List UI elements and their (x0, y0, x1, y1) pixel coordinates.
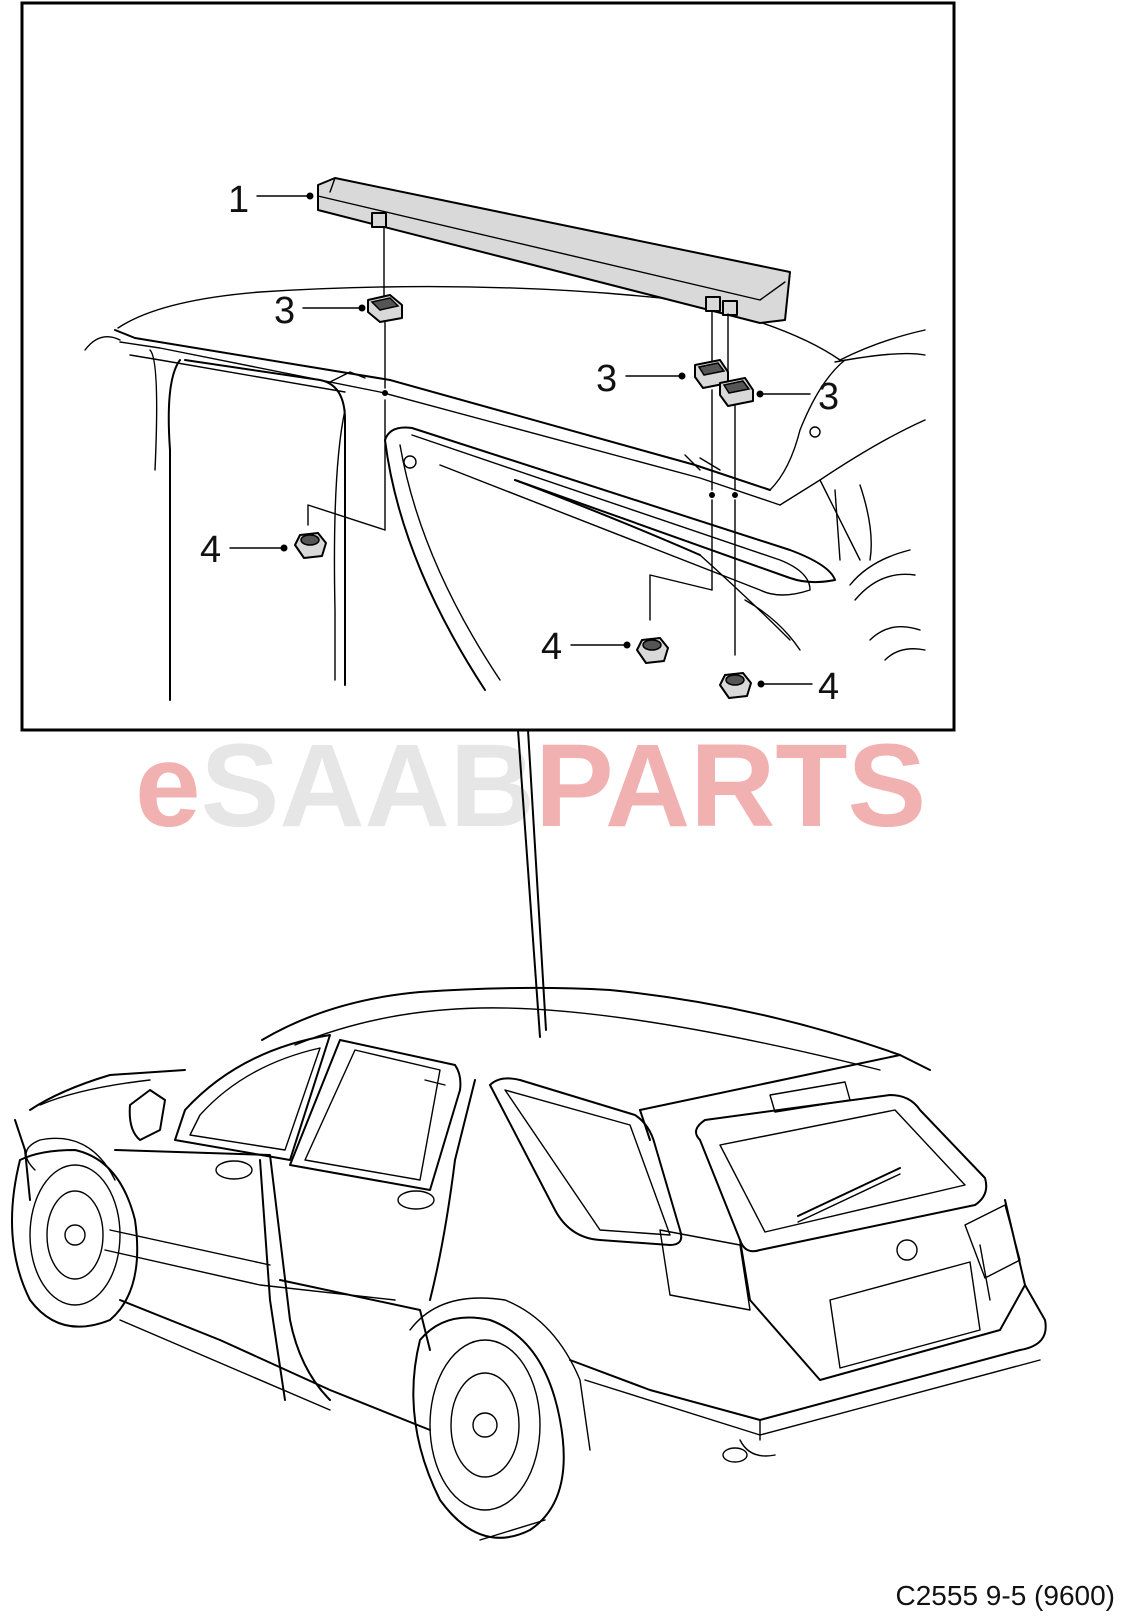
diagram-code: C2555 9-5 (9600) (896, 1580, 1115, 1611)
clip-icon (367, 294, 754, 407)
nut-icon (294, 532, 752, 699)
watermark: eSAABPARTS (135, 720, 926, 852)
station-wagon-icon (11, 986, 1047, 1541)
assembly-lines (307, 227, 738, 656)
watermark-suffix: PARTS (535, 720, 926, 852)
callout-3-right: 3 (818, 376, 839, 418)
callout-4-middle: 4 (541, 626, 562, 668)
roof-spoiler-icon (317, 177, 791, 324)
callout-4-left: 4 (200, 529, 221, 571)
callout-leaders (229, 192, 813, 688)
callout-1: 1 (228, 179, 249, 221)
callout-3-middle: 3 (596, 358, 617, 400)
roof-detail-view (84, 285, 926, 701)
callout-4-right: 4 (818, 666, 839, 708)
watermark-prefix: e (135, 720, 201, 852)
detail-frame (20, 1, 956, 732)
watermark-middle: SAAB (201, 720, 535, 852)
callout-3-left: 3 (274, 290, 295, 332)
detail-pointer (517, 729, 547, 1038)
